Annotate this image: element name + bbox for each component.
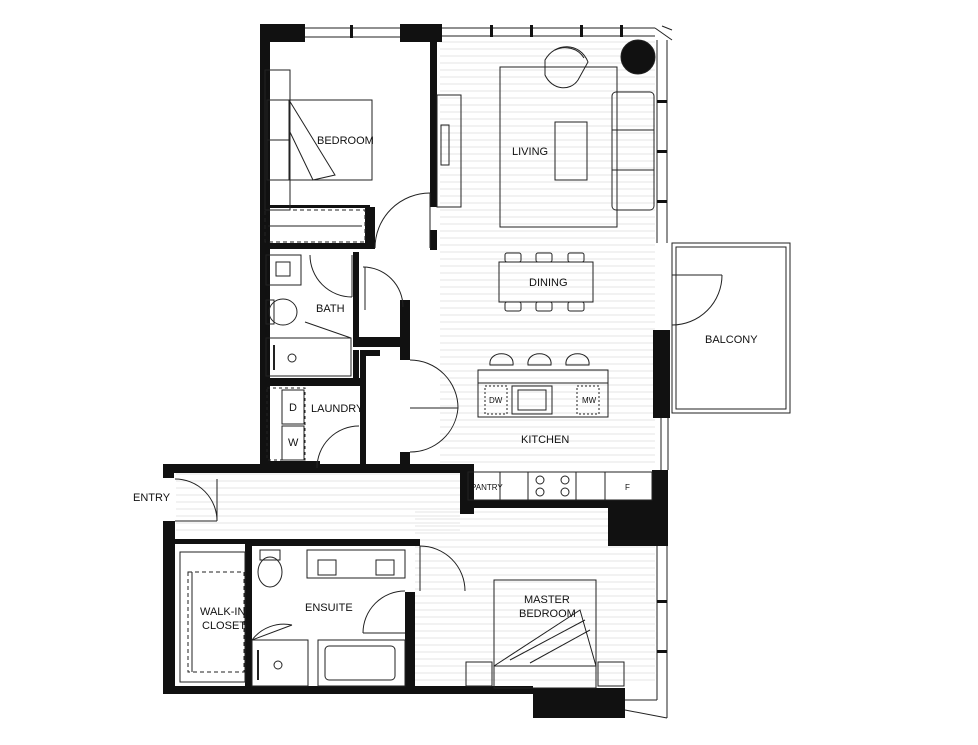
label-walk-in-line2: CLOSET xyxy=(202,620,246,632)
bath-fixtures xyxy=(265,254,352,377)
window-mullions xyxy=(350,25,667,653)
label-microwave: MW xyxy=(582,396,597,405)
entry-floor-stripes xyxy=(176,473,460,531)
appliance-labels: DW MW PANTRY F D W xyxy=(288,396,630,492)
doors xyxy=(174,192,723,641)
label-dryer: D xyxy=(289,402,297,414)
dining-furniture xyxy=(498,252,594,312)
label-pantry: PANTRY xyxy=(471,483,503,492)
label-master-line2: BEDROOM xyxy=(519,608,576,620)
label-kitchen: KITCHEN xyxy=(521,434,569,446)
laundry-fixtures xyxy=(266,387,306,461)
label-master-line1: MASTER xyxy=(524,594,570,606)
label-ensuite: ENSUITE xyxy=(305,602,353,614)
ensuite-fixtures xyxy=(251,549,406,687)
label-bath: BATH xyxy=(316,303,345,315)
balcony xyxy=(671,242,791,414)
label-dining: DINING xyxy=(529,277,568,289)
label-fridge: F xyxy=(625,483,630,492)
living-furniture xyxy=(436,39,656,228)
closet-fixtures xyxy=(179,551,246,683)
kitchen-furniture xyxy=(467,353,653,501)
label-living: LIVING xyxy=(512,146,548,158)
bedroom-furniture xyxy=(264,69,373,243)
label-walk-in-line1: WALK-IN xyxy=(200,606,245,618)
living-floor-stripes xyxy=(440,41,655,463)
room-labels: BEDROOM LIVING DINING BATH BALCONY LAUND… xyxy=(133,135,758,632)
label-balcony: BALCONY xyxy=(705,334,758,346)
interior-walls xyxy=(175,24,616,691)
window-lines xyxy=(305,25,673,719)
label-bedroom: BEDROOM xyxy=(317,135,374,147)
label-dishwasher: DW xyxy=(489,396,503,405)
label-entry: ENTRY xyxy=(133,492,171,504)
master-furniture xyxy=(465,579,625,689)
label-washer: W xyxy=(288,437,299,449)
label-laundry: LAUNDRY xyxy=(311,403,364,415)
